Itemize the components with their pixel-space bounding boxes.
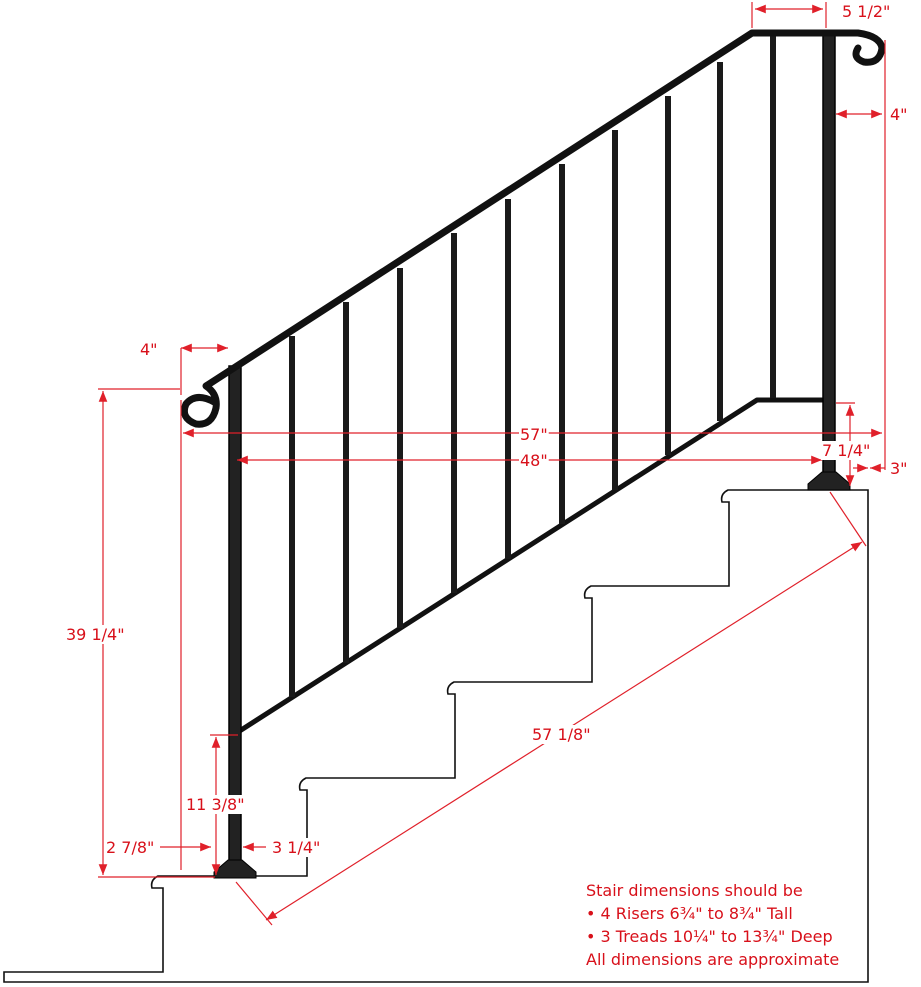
label-backing [139,340,159,359]
label-backing [519,425,549,444]
dim-left-foot-left: 2 7/8" [106,838,154,857]
label-backing [821,441,872,460]
left-post [228,365,242,867]
stair-notes: Stair dimensions should be • 4 Risers 6¾… [586,881,839,969]
right-post [822,32,836,476]
note-line-1: Stair dimensions should be [586,881,803,900]
label-backing [519,451,549,470]
label-backing [185,795,246,814]
dim-top-offset: 5 1/2" [842,2,890,21]
label-backing [105,838,156,857]
note-line-2: • 4 Risers 6¾" to 8¾" Tall [586,904,793,923]
dim-right-post-height: 7 1/4" [822,441,870,460]
dimension-labels: 5 1/2" 4" 4" 57" 48" 7 1/4" 3" 39 1/4" 1… [65,2,909,857]
right-foot-plate [807,471,851,491]
label-backing [889,459,909,478]
top-handrail [180,29,886,428]
note-line-3: • 3 Treads 10¼" to 13¾" Deep [586,927,833,946]
left-foot-plate [213,859,257,879]
label-backing [841,2,892,21]
dim-left-offset: 4" [140,340,158,359]
label-backing [531,725,592,744]
dim-left-post-height: 11 3/8" [186,795,245,814]
dim-left-foot-right: 3 1/4" [272,838,320,857]
note-line-4: All dimensions are approximate [586,950,839,969]
balusters [289,36,776,697]
dim-overall-length: 57" [520,425,548,444]
dimension-lines [98,2,886,926]
dim-post-spacing: 48" [520,451,548,470]
label-backing [889,105,909,124]
dim-overall-height: 39 1/4" [66,625,125,644]
dim-diagonal-length: 57 1/8" [532,725,591,744]
label-backing [65,625,126,644]
dim-right-top-offset: 4" [890,105,908,124]
label-backing [271,838,322,857]
dim-right-foot-offset: 3" [890,459,908,478]
railing [180,29,886,879]
